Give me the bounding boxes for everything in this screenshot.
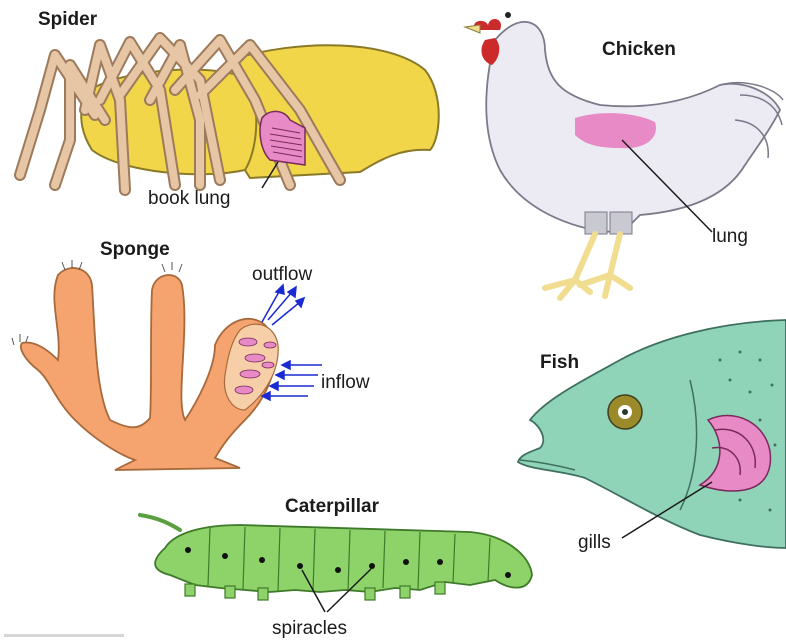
outflow-label: outflow [252, 264, 312, 285]
gills-label: gills [578, 532, 611, 553]
fish-panel: Fish gills [518, 320, 786, 553]
spider-title: Spider [38, 9, 98, 30]
outflow-arrows [262, 285, 304, 325]
fish-title: Fish [540, 352, 579, 373]
book-lung-label: book lung [148, 188, 230, 209]
copyright-line [4, 634, 124, 637]
chicken-title: Chicken [602, 39, 676, 60]
sponge-illustration [12, 260, 278, 470]
chicken-panel: Chicken lung [465, 12, 783, 298]
spiracles-label: spiracles [272, 618, 347, 639]
inflow-label: inflow [321, 372, 370, 393]
sponge-panel: Sponge [12, 239, 370, 470]
sponge-title: Sponge [100, 239, 170, 260]
chicken-lung-label: lung [712, 226, 748, 247]
caterpillar-panel: Caterpillar [140, 496, 532, 639]
chicken-lung [575, 113, 656, 148]
caterpillar-title: Caterpillar [285, 496, 380, 517]
spider-panel: Spider [20, 9, 439, 209]
spider-illustration [20, 38, 439, 190]
caterpillar-illustration [140, 515, 532, 612]
